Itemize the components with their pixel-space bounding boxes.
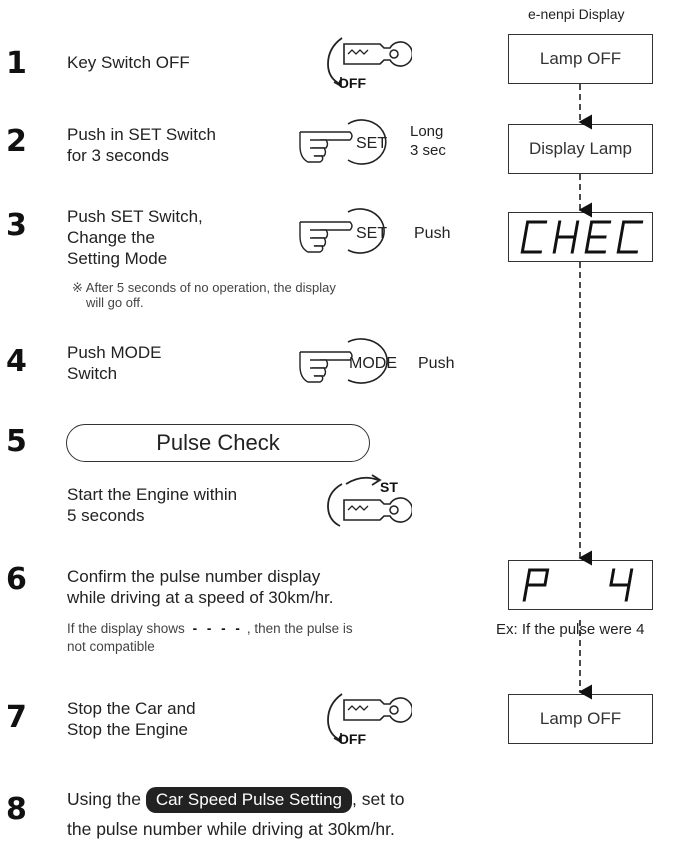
key-off-label-2: OFF bbox=[338, 731, 366, 747]
step-number-6: 6 bbox=[6, 562, 27, 597]
set-push-icon: SET Push bbox=[299, 208, 450, 254]
step-2-line-2: for 3 seconds bbox=[67, 146, 170, 165]
step-number-1: 1 bbox=[6, 46, 27, 81]
sec-label: 3 sec bbox=[410, 142, 446, 159]
mode-push-icon: MODE Push bbox=[299, 338, 454, 384]
push-label-set: Push bbox=[414, 225, 450, 242]
step-number-8: 8 bbox=[6, 792, 27, 827]
step-6-text: Confirm the pulse number display while d… bbox=[67, 566, 333, 608]
step-4-text: Push MODE Switch bbox=[67, 342, 161, 384]
step-6-note: If the display shows - - - -, then the p… bbox=[67, 620, 353, 656]
note-dashes: - - - - bbox=[192, 621, 243, 636]
key-st-label: ST bbox=[380, 479, 398, 495]
step-7-line-2: Stop the Engine bbox=[67, 720, 188, 739]
long-label: Long bbox=[410, 123, 443, 140]
display-box-display-lamp: Display Lamp bbox=[508, 124, 653, 174]
step-8-line-1: Using the Car Speed Pulse Setting, set t… bbox=[67, 784, 405, 814]
display-box-p4 bbox=[508, 560, 653, 610]
key-off-icon-2: OFF bbox=[327, 693, 412, 747]
note-after: , then the pulse is bbox=[246, 621, 353, 636]
key-start-icon: ST bbox=[327, 474, 412, 527]
step-2-text: Push in SET Switch for 3 seconds bbox=[67, 124, 216, 166]
step-3-line-2: Change the bbox=[67, 228, 155, 247]
mode-button-label: MODE bbox=[349, 355, 397, 372]
step-number-5: 5 bbox=[6, 424, 27, 459]
flow-arrows bbox=[578, 84, 592, 700]
step-1-text: Key Switch OFF bbox=[67, 53, 190, 72]
pulse-check-pill: Pulse Check bbox=[66, 424, 370, 462]
step-3-text: Push SET Switch, Change the Setting Mode bbox=[67, 206, 203, 269]
step-5-line-2: 5 seconds bbox=[67, 506, 145, 525]
step-7-text: Stop the Car and Stop the Engine bbox=[67, 698, 196, 740]
step-6-line-1: Confirm the pulse number display bbox=[67, 567, 321, 586]
step-number-7: 7 bbox=[6, 700, 27, 735]
step-6-note-line-2: not compatible bbox=[67, 639, 155, 654]
step-3-line-3: Setting Mode bbox=[67, 249, 168, 268]
step-6-note-line-1: If the display shows - - - -, then the p… bbox=[67, 620, 353, 638]
note-before: If the display shows bbox=[67, 621, 185, 636]
step-number-4: 4 bbox=[6, 344, 27, 379]
set-button-label-2: SET bbox=[356, 225, 387, 242]
display-header: e-nenpi Display bbox=[528, 6, 625, 22]
display-box-lamp-off-2: Lamp OFF bbox=[508, 694, 653, 744]
step-5-line-1: Start the Engine within bbox=[67, 485, 238, 504]
push-label-mode: Push bbox=[418, 355, 454, 372]
step-4-line-1: Push MODE bbox=[67, 343, 162, 362]
key-off-icon: OFF bbox=[327, 37, 412, 91]
step-3-note-line-1: ※ After 5 seconds of no operation, the d… bbox=[72, 280, 336, 295]
step-6-line-2: while driving at a speed of 30km/hr. bbox=[67, 588, 334, 607]
step-number-3: 3 bbox=[6, 208, 27, 243]
step-number-2: 2 bbox=[6, 124, 27, 159]
step-8-line-2: the pulse number while driving at 30km/h… bbox=[67, 819, 395, 839]
key-off-label: OFF bbox=[338, 75, 366, 91]
step-4-line-2: Switch bbox=[67, 364, 118, 383]
step-8-text: Using the Car Speed Pulse Setting, set t… bbox=[67, 784, 405, 844]
set-button-label: SET bbox=[356, 135, 387, 152]
seven-segment-p4 bbox=[522, 568, 633, 602]
step-3-note-line-2: will go off. bbox=[86, 295, 144, 310]
example-caption: Ex: If the pulse were 4 bbox=[496, 621, 645, 638]
seven-segment-chec bbox=[520, 220, 643, 254]
display-box-lamp-off: Lamp OFF bbox=[508, 34, 653, 84]
step-8-text-pre: Using the bbox=[67, 789, 141, 809]
step-7-line-1: Stop the Car and bbox=[67, 699, 196, 718]
step-3-line-1: Push SET Switch, bbox=[67, 207, 203, 226]
step-3-note: ※ After 5 seconds of no operation, the d… bbox=[72, 280, 336, 310]
step-8-text-post: , set to bbox=[351, 789, 405, 809]
display-box-chec bbox=[508, 212, 653, 262]
set-long-press-icon: SET Long 3 sec bbox=[299, 119, 446, 165]
step-2-line-1: Push in SET Switch bbox=[67, 125, 216, 144]
car-speed-pulse-setting-pill: Car Speed Pulse Setting bbox=[145, 787, 352, 813]
step-5-text: Start the Engine within 5 seconds bbox=[67, 484, 237, 526]
